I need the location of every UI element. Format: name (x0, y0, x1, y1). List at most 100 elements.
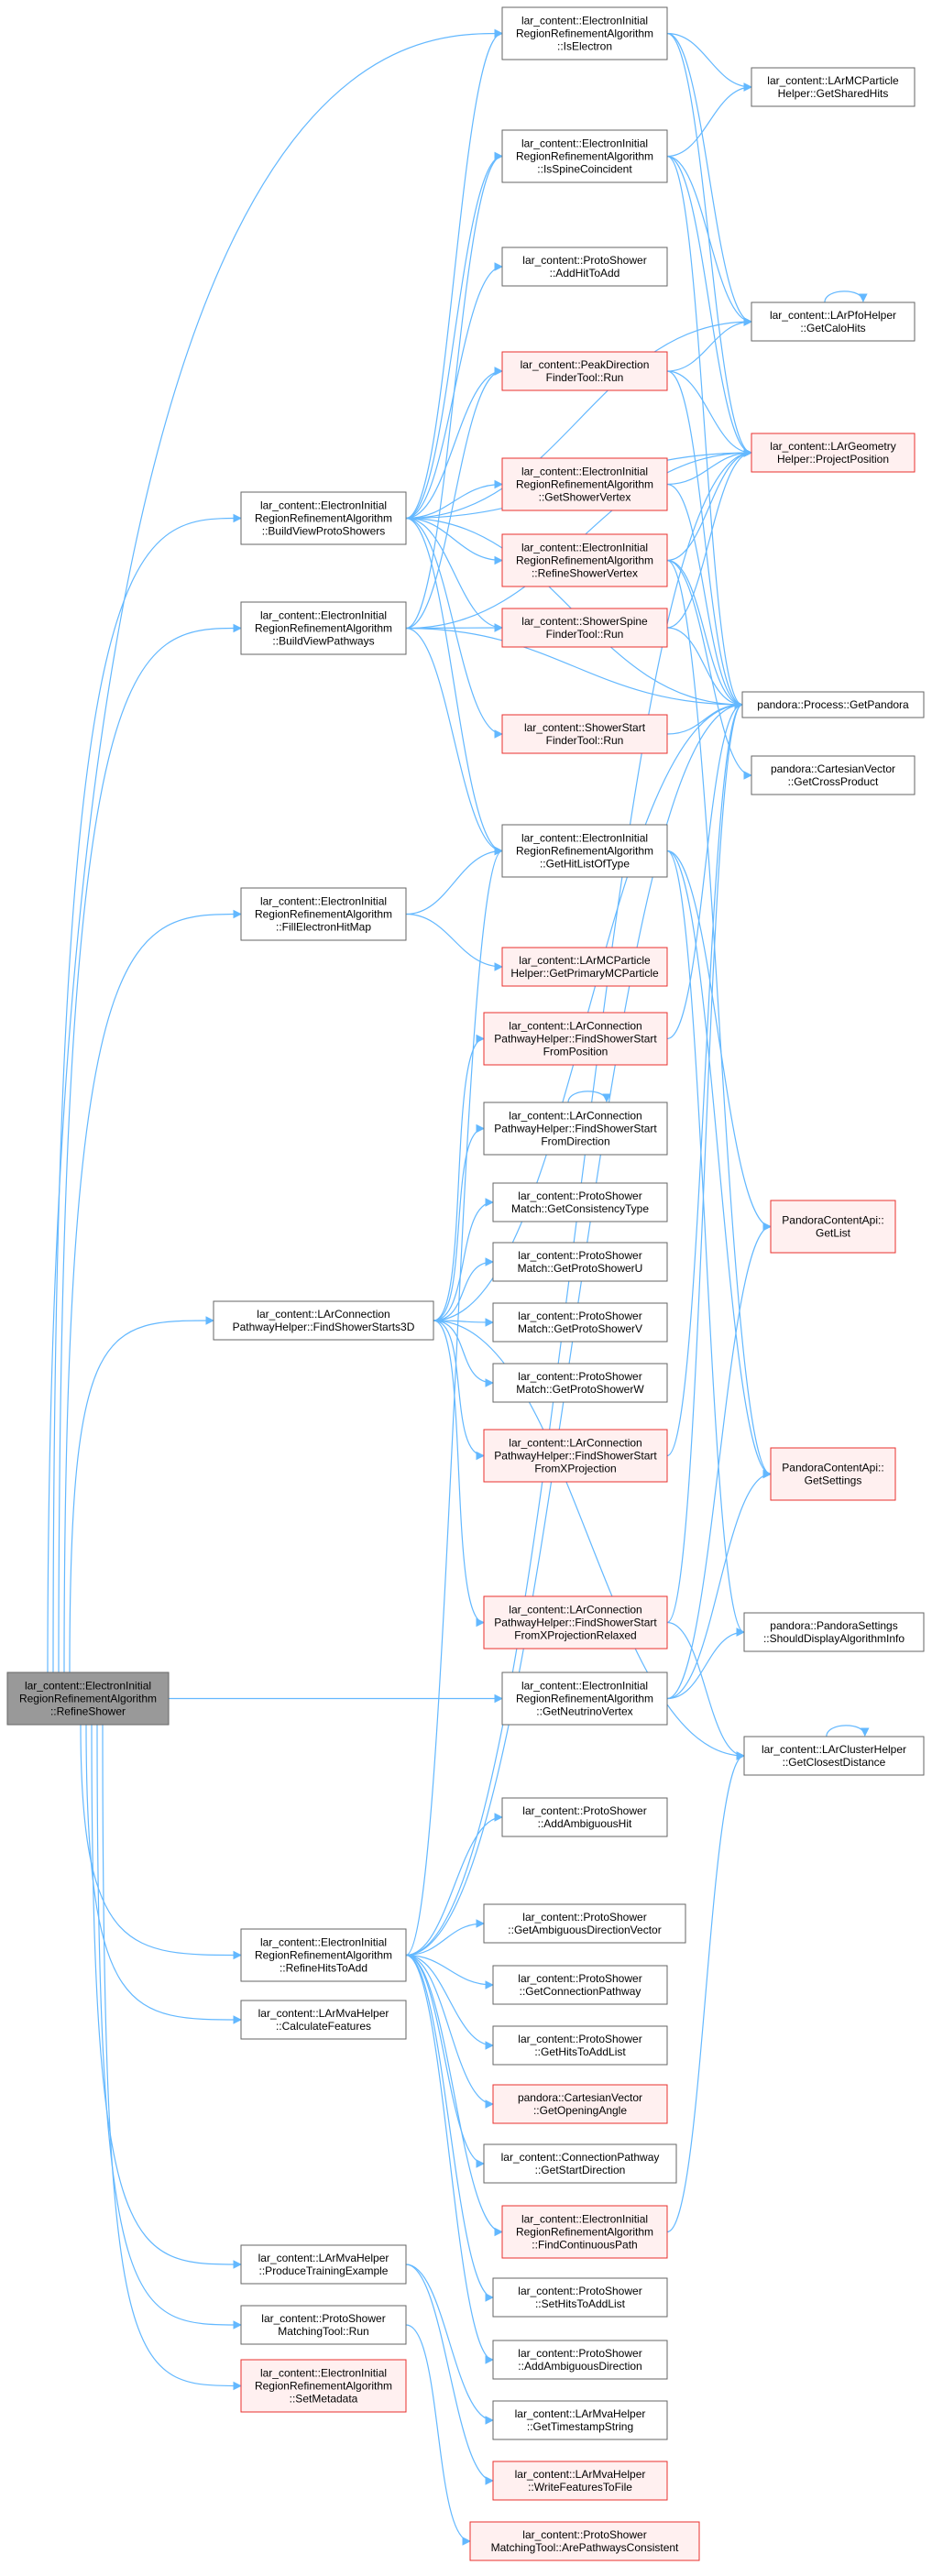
edge-root-to-setMetadata (102, 1724, 242, 2391)
node-label-line: RegionRefinementAlgorithm (255, 512, 392, 525)
node-getCaloHits[interactable]: lar_content::LArPfoHelper::GetCaloHits (751, 301, 916, 342)
node-fillElectronHitMap[interactable]: lar_content::ElectronInitialRegionRefine… (240, 887, 407, 941)
edge-isElectron-to-projectPosition (666, 32, 752, 457)
node-addAmbiguousDirection[interactable]: lar_content::ProtoShower::AddAmbiguousDi… (492, 2340, 668, 2380)
node-getSettings[interactable]: PandoraContentApi::GetSettings (770, 1447, 896, 1501)
edge-isSpineCoincident-to-projectPosition (666, 155, 752, 457)
node-label-line: ::GetNeutrinoVertex (536, 1705, 632, 1718)
node-findShowerStartFromPosition[interactable]: lar_content::LArConnectionPathwayHelper:… (483, 1012, 668, 1066)
node-label-line: FinderTool::Run (546, 628, 624, 641)
edge-refineHitsToAdd-to-setHitsToAddList (405, 1954, 494, 2302)
node-getProtoShowerU[interactable]: lar_content::ProtoShowerMatch::GetProtoS… (492, 1242, 668, 1282)
node-setHitsToAddList[interactable]: lar_content::ProtoShower::SetHitsToAddLi… (492, 2277, 668, 2318)
node-label-line: MatchingTool::ArePathwaysConsistent (491, 2541, 679, 2554)
node-box (751, 755, 916, 795)
node-label-line: ::BuildViewProtoShowers (262, 525, 386, 538)
edge-buildViewProtoShowers-to-getHitListOfType (405, 517, 503, 856)
node-buildViewPathways[interactable]: lar_content::ElectronInitialRegionRefine… (240, 601, 407, 655)
node-label-line: Helper::GetSharedHits (778, 87, 889, 100)
node-label-line: RegionRefinementAlgorithm (516, 845, 653, 858)
node-getPandora[interactable]: pandora::Process::GetPandora (741, 691, 925, 718)
node-label-line: GetList (816, 1227, 851, 1240)
node-findShowerStarts3D[interactable]: lar_content::LArConnectionPathwayHelper:… (213, 1300, 434, 1341)
edge-refineHitsToAdd-to-getOpeningAngle (405, 1954, 494, 2109)
node-label-line: PandoraContentApi:: (782, 1462, 883, 1474)
node-getHitsToAddList[interactable]: lar_content::ProtoShower::GetHitsToAddLi… (492, 2025, 668, 2066)
node-label-line: lar_content::PeakDirection (521, 358, 650, 371)
edge-refineHitsToAdd-to-getAmbiguousDirectionVector (405, 1919, 485, 1957)
node-isSpineCoincident[interactable]: lar_content::ElectronInitialRegionRefine… (501, 129, 668, 183)
node-getClosestDistance[interactable]: lar_content::LArClusterHelper::GetCloses… (743, 1736, 925, 1776)
node-box (770, 1200, 896, 1254)
node-isElectron[interactable]: lar_content::ElectronInitialRegionRefine… (501, 6, 668, 60)
node-label-line: lar_content::LArMCParticle (519, 954, 651, 967)
node-getPrimaryMCParticle[interactable]: lar_content::LArMCParticleHelper::GetPri… (501, 947, 668, 987)
node-label-line: ::AddHitToAdd (550, 267, 620, 280)
node-box (492, 1363, 668, 1403)
node-refineShowerVertex[interactable]: lar_content::ElectronInitialRegionRefine… (501, 533, 668, 587)
node-box (213, 1300, 434, 1341)
node-projectPosition[interactable]: lar_content::LArGeometryHelper::ProjectP… (751, 433, 916, 473)
node-setMetadata[interactable]: lar_content::ElectronInitialRegionRefine… (240, 2359, 407, 2413)
node-box (492, 2461, 668, 2501)
node-shouldDisplay[interactable]: pandora::PandoraSettings::ShouldDisplayA… (743, 1612, 925, 1652)
node-box (492, 1302, 668, 1343)
node-getProtoShowerW[interactable]: lar_content::ProtoShowerMatch::GetProtoS… (492, 1363, 668, 1403)
node-addHitToAdd[interactable]: lar_content::ProtoShower::AddHitToAdd (501, 247, 668, 287)
edge-getNeutrinoVertex-to-getSettings (666, 1469, 772, 1700)
node-getConsistencyType[interactable]: lar_content::ProtoShowerMatch::GetConsis… (492, 1182, 668, 1222)
node-label-line: pandora::PandoraSettings (770, 1619, 897, 1632)
node-label-line: Match::GetProtoShowerW (516, 1383, 644, 1396)
node-getNeutrinoVertex[interactable]: lar_content::ElectronInitialRegionRefine… (501, 1672, 668, 1726)
node-findShowerStartFromDirection[interactable]: lar_content::LArConnectionPathwayHelper:… (483, 1102, 668, 1156)
node-getTimestampString[interactable]: lar_content::LArMvaHelper::GetTimestampS… (492, 2400, 668, 2440)
node-label-line: RegionRefinementAlgorithm (255, 1949, 392, 1962)
node-label-line: ::GetStartDirection (535, 2164, 626, 2176)
node-getAmbiguousDirectionVector[interactable]: lar_content::ProtoShower::GetAmbiguousDi… (483, 1903, 686, 1944)
node-root[interactable]: lar_content::ElectronInitialRegionRefine… (6, 1672, 170, 1726)
node-label-line: lar_content::ProtoShower (522, 1804, 646, 1817)
edge-root-to-calculateFeatures (85, 1724, 242, 2024)
node-writeFeaturesToFile[interactable]: lar_content::LArMvaHelper::WriteFeatures… (492, 2461, 668, 2501)
edge-findShowerStartFromDirection-to-findShowerStartFromDirection (567, 1091, 611, 1103)
node-buildViewProtoShowers[interactable]: lar_content::ElectronInitialRegionRefine… (240, 491, 407, 545)
node-getOpeningAngle[interactable]: pandora::CartesianVector::GetOpeningAngl… (492, 2084, 668, 2124)
node-label-line: ::RefineShowerVertex (532, 567, 638, 580)
node-label-line: RegionRefinementAlgorithm (516, 150, 653, 163)
node-findShowerStartFromXProjection[interactable]: lar_content::LArConnectionPathwayHelper:… (483, 1429, 668, 1483)
node-findShowerStartFromXProjectionRelaxed[interactable]: lar_content::LArConnectionPathwayHelper:… (483, 1595, 668, 1650)
node-getList[interactable]: PandoraContentApi::GetList (770, 1200, 896, 1254)
edge-buildViewProtoShowers-to-getCaloHits (405, 317, 752, 520)
edge-root-to-buildViewPathways (58, 623, 242, 1673)
node-box (492, 1182, 668, 1222)
edge-buildViewProtoShowers-to-isElectron (405, 28, 503, 520)
node-addAmbiguousHit[interactable]: lar_content::ProtoShower::AddAmbiguousHi… (501, 1797, 668, 1837)
node-box (501, 714, 668, 754)
node-getCrossProduct[interactable]: pandora::CartesianVector::GetCrossProduc… (751, 755, 916, 795)
node-label-line: ::RefineHitsToAdd (280, 1962, 367, 1975)
node-getHitListOfType[interactable]: lar_content::ElectronInitialRegionRefine… (501, 824, 668, 878)
node-label-line: FromDirection (541, 1135, 609, 1148)
node-arePathwaysConsistent[interactable]: lar_content::ProtoShowerMatchingTool::Ar… (469, 2521, 700, 2561)
node-label-line: lar_content::ElectronInitial (521, 466, 648, 478)
node-label-line: ::SetMetadata (290, 2393, 358, 2406)
node-getProtoShowerV[interactable]: lar_content::ProtoShowerMatch::GetProtoS… (492, 1302, 668, 1343)
node-getConnectionPathway[interactable]: lar_content::ProtoShower::GetConnectionP… (492, 1965, 668, 2005)
node-protoShowerMatchingRun[interactable]: lar_content::ProtoShowerMatchingTool::Ru… (240, 2305, 407, 2345)
node-getShowerVertex[interactable]: lar_content::ElectronInitialRegionRefine… (501, 457, 668, 511)
node-label-line: lar_content::ElectronInitial (260, 499, 387, 512)
node-getSharedHits[interactable]: lar_content::LArMCParticleHelper::GetSha… (751, 67, 916, 107)
node-refineHitsToAdd[interactable]: lar_content::ElectronInitialRegionRefine… (240, 1928, 407, 1982)
node-getStartDirection[interactable]: lar_content::ConnectionPathway::GetStart… (483, 2143, 677, 2184)
node-produceTrainingExample[interactable]: lar_content::LArMvaHelper::ProduceTraini… (240, 2244, 407, 2285)
node-label-line: PathwayHelper::FindShowerStart (494, 1123, 657, 1135)
node-label-line: ::ProduceTrainingExample (259, 2264, 389, 2277)
node-label-line: ::WriteFeaturesToFile (528, 2481, 632, 2494)
node-peakDirection[interactable]: lar_content::PeakDirectionFinderTool::Ru… (501, 351, 668, 391)
node-label-line: ::FillElectronHitMap (276, 921, 371, 934)
node-findContinuousPath[interactable]: lar_content::ElectronInitialRegionRefine… (501, 2205, 668, 2259)
node-calculateFeatures[interactable]: lar_content::LArMvaHelper::CalculateFeat… (240, 2000, 407, 2040)
edge-findShowerStarts3D-to-findShowerStartFromXProjection (433, 1320, 485, 1461)
